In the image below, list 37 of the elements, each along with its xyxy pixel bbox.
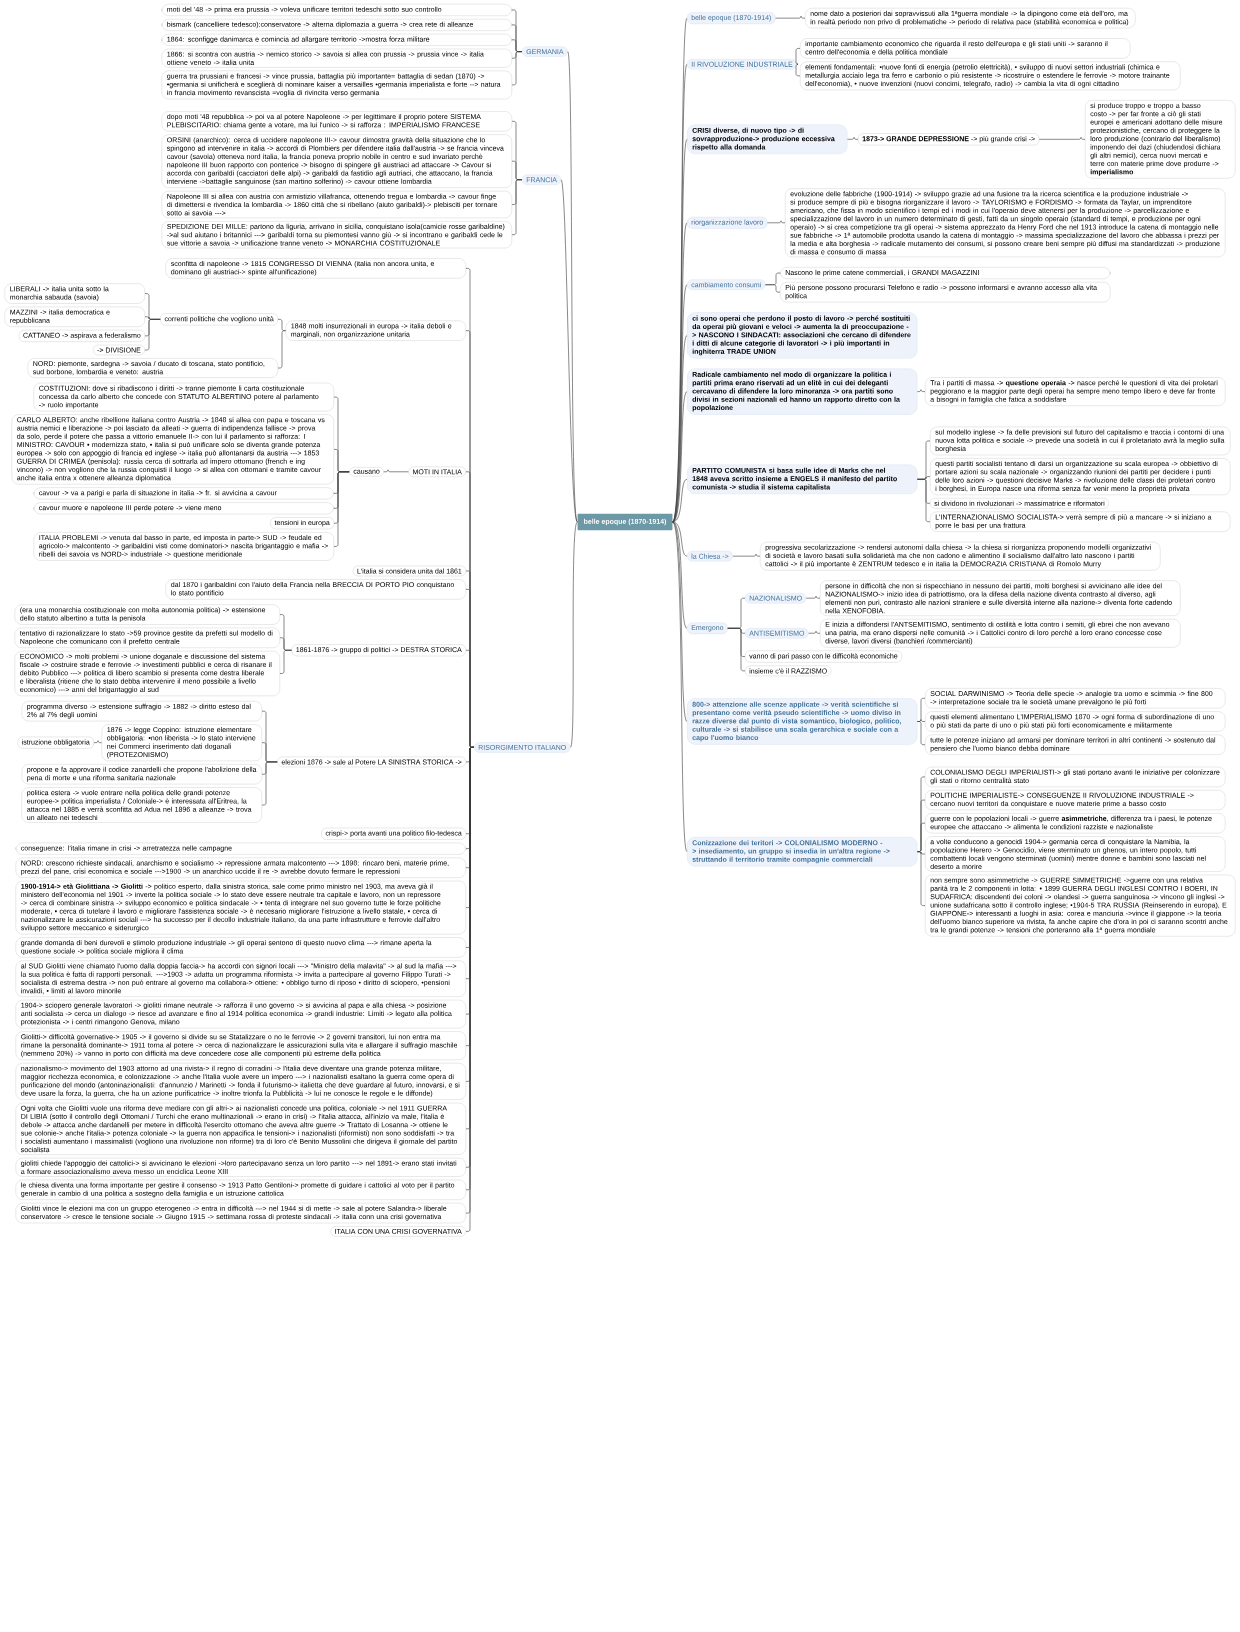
connector-line bbox=[917, 721, 926, 746]
connector-line bbox=[277, 330, 286, 369]
connector-line bbox=[261, 761, 278, 806]
connector-line bbox=[93, 740, 102, 743]
connector-line bbox=[672, 139, 688, 523]
connector-line bbox=[808, 630, 821, 634]
connector-line bbox=[277, 319, 286, 331]
connector-line bbox=[333, 471, 350, 547]
connector-line bbox=[570, 521, 578, 748]
connector-line bbox=[775, 15, 806, 19]
connector-line bbox=[672, 521, 688, 852]
connector-line bbox=[672, 521, 688, 722]
connector-line bbox=[847, 137, 859, 140]
connector-line bbox=[672, 521, 688, 557]
connector-line bbox=[917, 697, 926, 722]
connector-line bbox=[383, 469, 409, 473]
connector-line bbox=[917, 389, 926, 392]
connector-line bbox=[917, 478, 931, 523]
connector-line bbox=[917, 719, 926, 722]
connector-line bbox=[672, 391, 688, 523]
connector-line bbox=[144, 319, 161, 351]
connector-line bbox=[279, 649, 292, 674]
connector-line bbox=[672, 521, 688, 629]
connector-line bbox=[767, 220, 786, 224]
connector-line bbox=[511, 51, 523, 86]
connector-line bbox=[806, 595, 821, 599]
connector-line bbox=[1039, 137, 1086, 140]
connector-line bbox=[732, 553, 761, 557]
connector-line bbox=[917, 822, 926, 852]
connector-line bbox=[511, 179, 523, 235]
connector-line bbox=[765, 284, 781, 293]
connector-line bbox=[727, 628, 746, 672]
connector-line bbox=[795, 48, 801, 65]
connector-line bbox=[672, 478, 688, 523]
connector-line bbox=[917, 851, 926, 906]
connector-line bbox=[560, 179, 578, 523]
connector-line bbox=[795, 63, 801, 77]
